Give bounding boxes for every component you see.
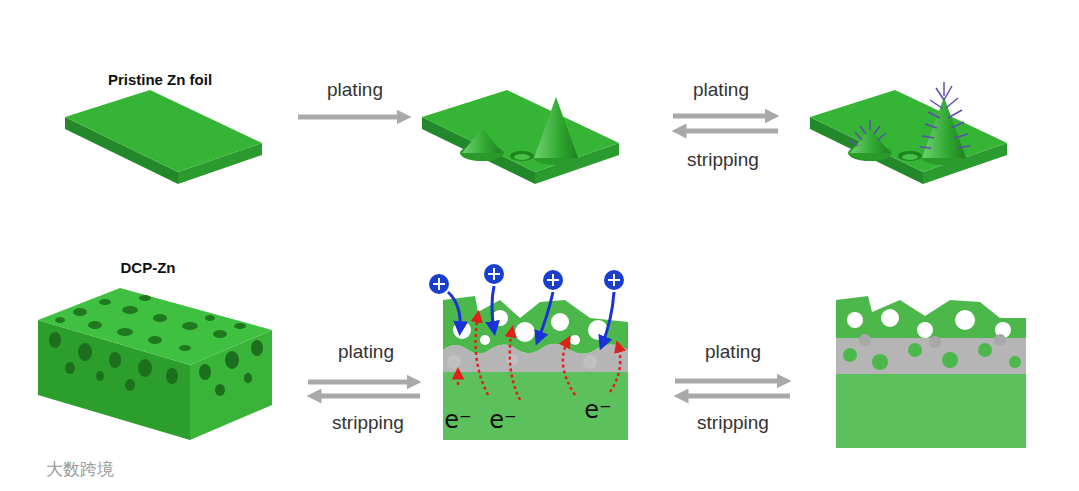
zinc-ions	[429, 264, 624, 294]
electron-symbol: e⁻	[584, 397, 611, 425]
pristine-foil	[65, 90, 262, 184]
foil-with-dendrites	[810, 82, 1007, 184]
plated-cross-section	[836, 296, 1026, 448]
porous-zn-block	[38, 288, 272, 440]
figure-heading: Pristine Zn foil	[108, 71, 212, 88]
process-label: stripping	[697, 412, 769, 434]
electron-symbol: e⁻	[489, 407, 516, 435]
process-label: stripping	[687, 149, 759, 171]
watermark: 大数跨境	[46, 460, 114, 480]
figure-heading: DCP-Zn	[121, 259, 176, 276]
process-label: stripping	[332, 412, 404, 434]
electron-symbol: e⁻	[444, 407, 471, 435]
process-label: plating	[327, 79, 383, 101]
process-label: plating	[338, 341, 394, 363]
process-label: plating	[693, 79, 749, 101]
plating-cross-section	[429, 264, 628, 440]
foil-with-protrusions	[422, 90, 619, 184]
process-arrows	[298, 116, 790, 396]
process-label: plating	[705, 341, 761, 363]
